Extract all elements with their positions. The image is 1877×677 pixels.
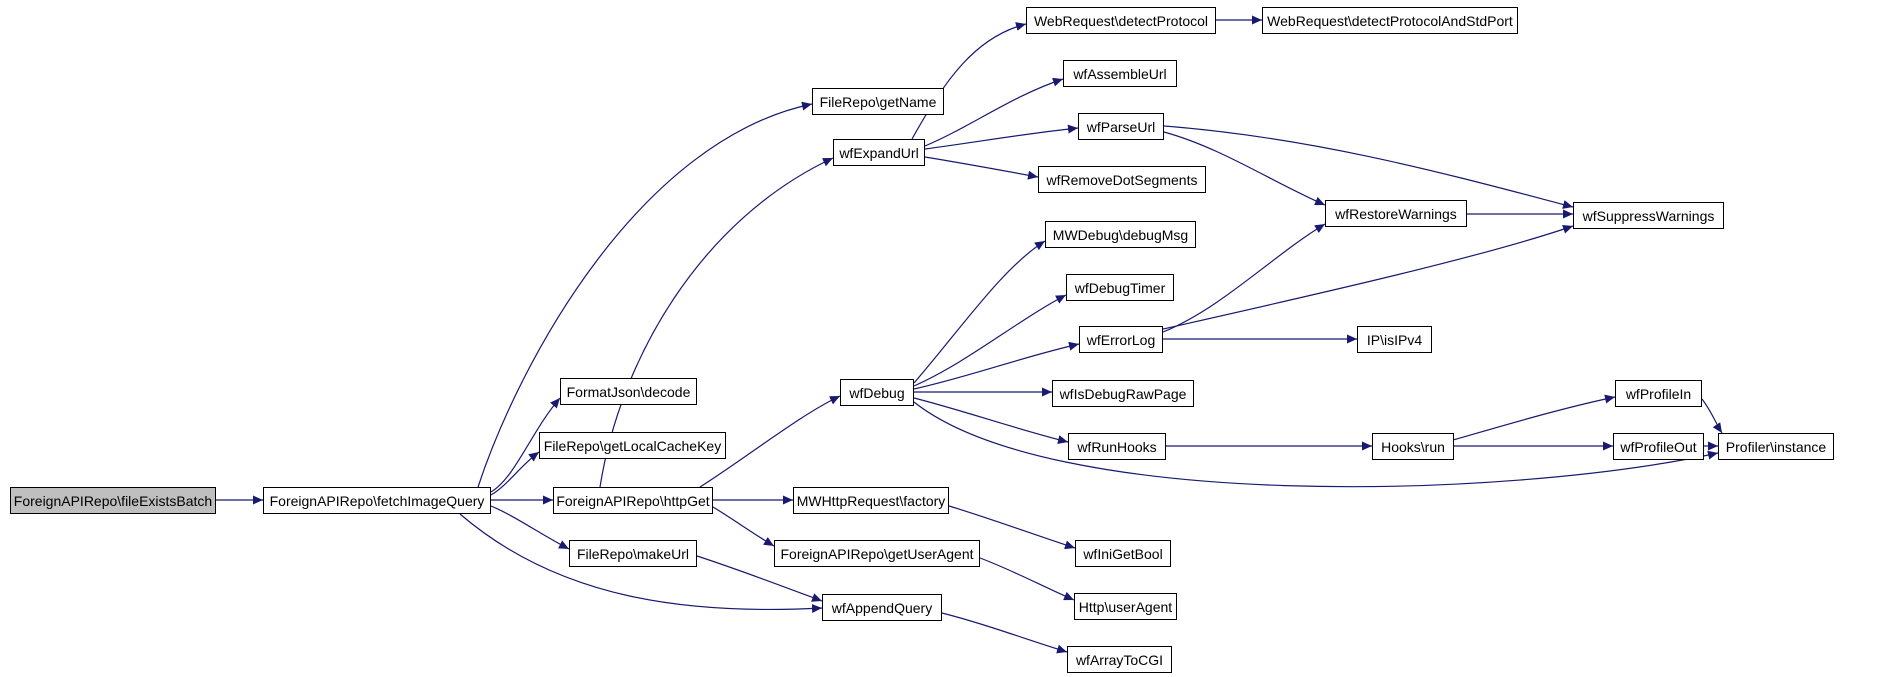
edge-wfExpandUrl-wfAssembleUrl xyxy=(924,77,1064,147)
node-label: FileRepo\getName xyxy=(819,93,937,110)
node-label: ForeignAPIRepo\fileExistsBatch xyxy=(13,492,213,509)
node-fileExistsBatch: ForeignAPIRepo\fileExistsBatch xyxy=(10,487,216,514)
edge-wfExpandUrl-detectProtocol xyxy=(911,22,1027,140)
node-label: wfSuppressWarnings xyxy=(1582,207,1715,224)
edge-wfExpandUrl-wfParseUrl xyxy=(924,124,1079,150)
node-label: WebRequest\detectProtocol xyxy=(1033,12,1209,29)
node-wfDebug[interactable]: wfDebug xyxy=(840,379,914,406)
edge-wfErrorLog-wfRestoreWarnings xyxy=(1162,223,1326,333)
node-label: wfDebugTimer xyxy=(1074,279,1166,296)
node-wfDebugTimer[interactable]: wfDebugTimer xyxy=(1066,274,1174,301)
edge-httpGet-getUserAgent xyxy=(712,506,775,547)
node-label: wfProfileIn xyxy=(1625,385,1692,402)
node-detectProtocol[interactable]: WebRequest\detectProtocol xyxy=(1026,7,1216,34)
node-detectProtocolAndStdPort[interactable]: WebRequest\detectProtocolAndStdPort xyxy=(1262,7,1518,34)
edge-fetchImageQuery-getLocalCacheKey xyxy=(490,451,540,496)
node-label: ForeignAPIRepo\fetchImageQuery xyxy=(269,492,485,509)
edge-wfDebug-wfDebugTimer xyxy=(913,294,1067,387)
node-IP-isIPv4[interactable]: IP\isIPv4 xyxy=(1357,326,1432,353)
node-label: wfRunHooks xyxy=(1077,438,1157,455)
node-label: wfDebug xyxy=(849,384,905,401)
node-wfIsDebugRawPage[interactable]: wfIsDebugRawPage xyxy=(1052,380,1194,407)
node-label: Http\userAgent xyxy=(1078,598,1173,615)
edge-wfParseUrl-wfSuppressWarnings xyxy=(1163,125,1574,209)
node-label: FormatJson\decode xyxy=(566,383,691,400)
edge-fetchImageQuery-FormatJsonDecode xyxy=(490,397,561,493)
node-label: wfExpandUrl xyxy=(839,144,919,161)
node-wfAssembleUrl[interactable]: wfAssembleUrl xyxy=(1063,60,1177,87)
node-label: FileRepo\getLocalCacheKey xyxy=(543,437,722,454)
node-label: wfAssembleUrl xyxy=(1073,65,1167,82)
node-wfParseUrl[interactable]: wfParseUrl xyxy=(1078,113,1164,140)
node-label: ForeignAPIRepo\httpGet xyxy=(556,492,710,509)
node-wfRunHooks[interactable]: wfRunHooks xyxy=(1068,433,1166,460)
edge-wfExpandUrl-wfRemoveDotSegments xyxy=(924,156,1039,180)
node-getUserAgent[interactable]: ForeignAPIRepo\getUserAgent xyxy=(774,540,980,567)
node-label: wfRestoreWarnings xyxy=(1335,205,1457,222)
node-label: wfParseUrl xyxy=(1086,118,1156,135)
node-httpGet[interactable]: ForeignAPIRepo\httpGet xyxy=(553,487,713,514)
node-label: WebRequest\detectProtocolAndStdPort xyxy=(1267,12,1513,29)
node-label: wfIsDebugRawPage xyxy=(1059,385,1187,402)
edge-HooksRun-wfProfileIn xyxy=(1452,394,1616,441)
node-wfIniGetBool[interactable]: wfIniGetBool xyxy=(1075,540,1171,567)
edge-wfErrorLog-wfSuppressWarnings xyxy=(1162,224,1574,330)
node-getName[interactable]: FileRepo\getName xyxy=(812,88,944,115)
edge-wfDebug-ProfilerInstance xyxy=(913,401,1719,488)
node-FormatJson-decode[interactable]: FormatJson\decode xyxy=(560,378,697,405)
node-label: IP\isIPv4 xyxy=(1366,331,1423,348)
edge-fetchImageQuery-makeUrl xyxy=(490,505,570,550)
edge-MWHttpRequestFactory-wfIniGetBool xyxy=(948,505,1076,550)
edge-wfParseUrl-wfRestoreWarnings xyxy=(1163,131,1326,206)
node-label: Profiler\instance xyxy=(1725,438,1827,455)
node-label: wfAppendQuery xyxy=(831,599,933,616)
node-wfProfileIn[interactable]: wfProfileIn xyxy=(1615,380,1702,407)
node-label: Hooks\run xyxy=(1381,438,1445,455)
edge-wfAppendQuery-wfArrayToCGI xyxy=(941,612,1068,654)
node-wfArrayToCGI[interactable]: wfArrayToCGI xyxy=(1067,646,1172,673)
node-Hooks-run[interactable]: Hooks\run xyxy=(1372,433,1454,460)
node-label: wfProfileOut xyxy=(1620,438,1697,455)
node-label: FileRepo\makeUrl xyxy=(576,545,690,562)
node-label: wfIniGetBool xyxy=(1083,545,1163,562)
node-Http-userAgent[interactable]: Http\userAgent xyxy=(1074,593,1177,620)
node-label: MWHttpRequest\factory xyxy=(796,492,946,509)
node-wfRemoveDotSegments[interactable]: wfRemoveDotSegments xyxy=(1038,166,1206,193)
edge-makeUrl-wfAppendQuery xyxy=(696,555,823,602)
node-label: wfArrayToCGI xyxy=(1075,651,1164,668)
edge-fetchImageQuery-wfAppendQuery xyxy=(459,513,823,614)
edge-httpGet-wfDebug xyxy=(699,395,841,488)
node-wfSuppressWarnings[interactable]: wfSuppressWarnings xyxy=(1573,202,1724,229)
node-wfExpandUrl[interactable]: wfExpandUrl xyxy=(833,139,925,166)
node-wfErrorLog[interactable]: wfErrorLog xyxy=(1079,326,1163,353)
node-label: MWDebug\debugMsg xyxy=(1052,226,1189,243)
node-wfProfileOut[interactable]: wfProfileOut xyxy=(1613,433,1704,460)
edge-wfDebug-wfRunHooks xyxy=(913,397,1069,444)
node-MWHttpRequest-factory[interactable]: MWHttpRequest\factory xyxy=(793,487,949,514)
edge-wfDebug-MWDebugDebugMsg xyxy=(913,240,1046,384)
node-fetchImageQuery[interactable]: ForeignAPIRepo\fetchImageQuery xyxy=(263,487,491,514)
node-Profiler-instance[interactable]: Profiler\instance xyxy=(1718,433,1834,460)
node-makeUrl[interactable]: FileRepo\makeUrl xyxy=(569,540,697,567)
node-getLocalCacheKey[interactable]: FileRepo\getLocalCacheKey xyxy=(539,432,726,459)
node-MWDebug-debugMsg[interactable]: MWDebug\debugMsg xyxy=(1045,221,1196,248)
node-label: wfErrorLog xyxy=(1086,331,1156,348)
node-label: wfRemoveDotSegments xyxy=(1046,171,1198,188)
edge-fetchImageQuery-getName xyxy=(477,101,813,488)
node-wfAppendQuery[interactable]: wfAppendQuery xyxy=(822,594,942,621)
edge-wfDebug-wfErrorLog xyxy=(913,341,1080,390)
node-label: ForeignAPIRepo\getUserAgent xyxy=(780,545,974,562)
edge-wfProfileIn-ProfilerInstance xyxy=(1701,398,1723,434)
node-wfRestoreWarnings[interactable]: wfRestoreWarnings xyxy=(1325,200,1467,227)
edge-getUserAgent-HttpUserAgent xyxy=(979,557,1075,601)
